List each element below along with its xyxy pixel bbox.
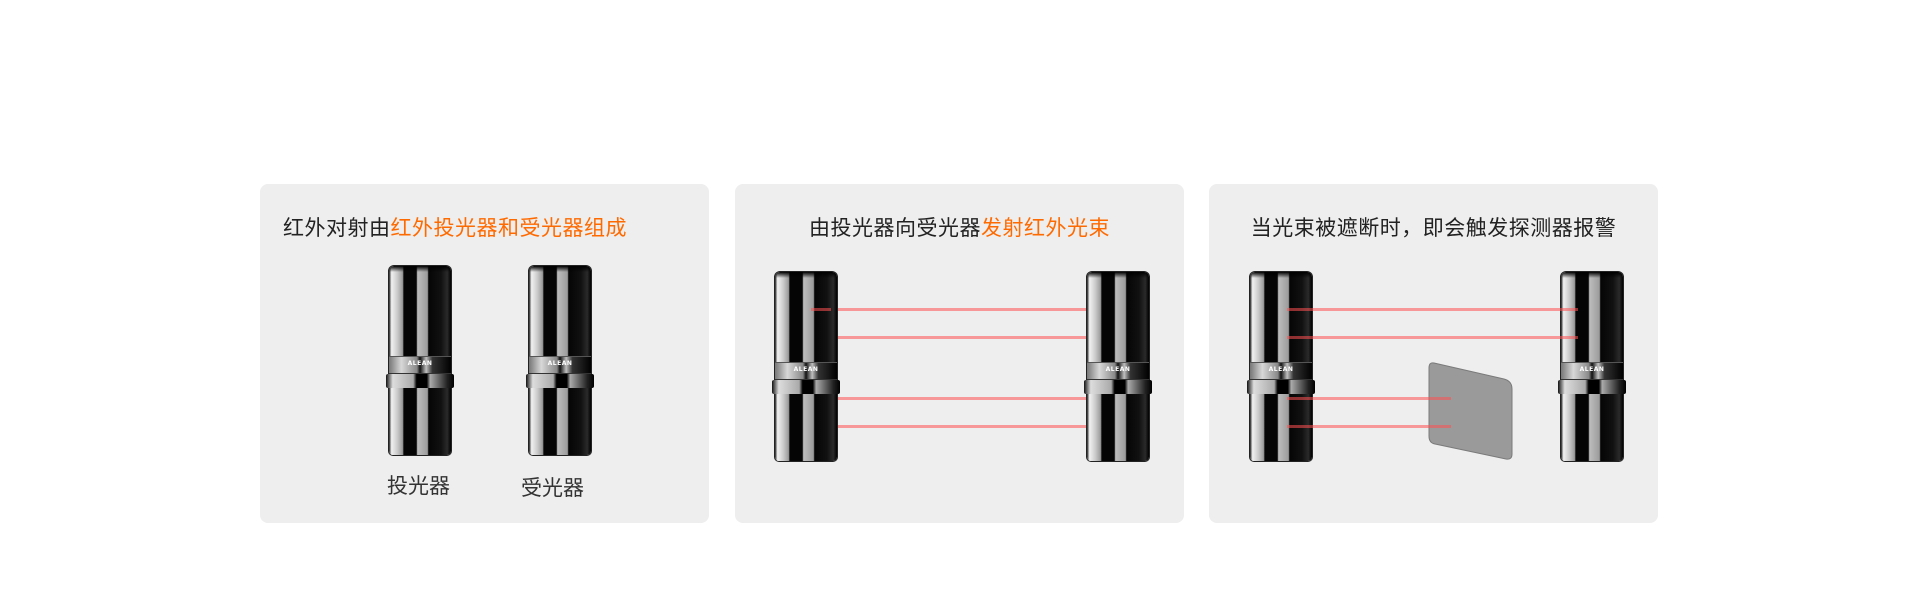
title-text: 由投光器向受光器 — [809, 216, 981, 240]
receiver-device: ALEAN — [1558, 272, 1626, 461]
beam-origin — [811, 308, 831, 311]
transmitter-device: ALEAN — [1247, 272, 1315, 461]
receiver-label: 受光器 — [521, 476, 584, 500]
card-title: 红外对射由红外投光器和受光器组成 — [283, 212, 627, 242]
obstacle — [1428, 362, 1513, 460]
card-composition: 红外对射由红外投光器和受光器组成 — [260, 184, 709, 523]
device-logo: ALEAN — [407, 360, 433, 367]
infrared-beam — [1287, 336, 1578, 339]
infrared-beam — [811, 336, 1106, 339]
blocked-beam — [1287, 397, 1451, 400]
device-logo: ALEAN — [1268, 366, 1294, 373]
device-logo: ALEAN — [793, 366, 819, 373]
infrared-beam — [1287, 308, 1578, 311]
title-highlight: 发射红外光束 — [981, 216, 1110, 240]
title-text: 红外对射由 — [283, 216, 391, 240]
blocked-beam — [1287, 425, 1451, 428]
infrared-beam — [811, 397, 1106, 400]
device-logo: ALEAN — [1105, 366, 1131, 373]
title-text: 当光束被遮断时，即会触发探测器报警 — [1250, 216, 1617, 240]
title-highlight: 红外投光器和受光器组成 — [390, 216, 627, 240]
device-logo: ALEAN — [547, 360, 573, 367]
device-logo: ALEAN — [1579, 366, 1605, 373]
card-title: 当光束被遮断时，即会触发探测器报警 — [1209, 212, 1658, 242]
card-title: 由投光器向受光器发射红外光束 — [735, 212, 1184, 242]
transmitter-label: 投光器 — [387, 474, 450, 498]
infrared-beam — [811, 308, 1106, 311]
receiver-device: ALEAN — [526, 266, 594, 455]
transmitter-device: ALEAN — [386, 266, 454, 455]
infrared-beam — [811, 425, 1106, 428]
receiver-device: ALEAN — [1084, 272, 1152, 461]
transmitter-device: ALEAN — [772, 272, 840, 461]
